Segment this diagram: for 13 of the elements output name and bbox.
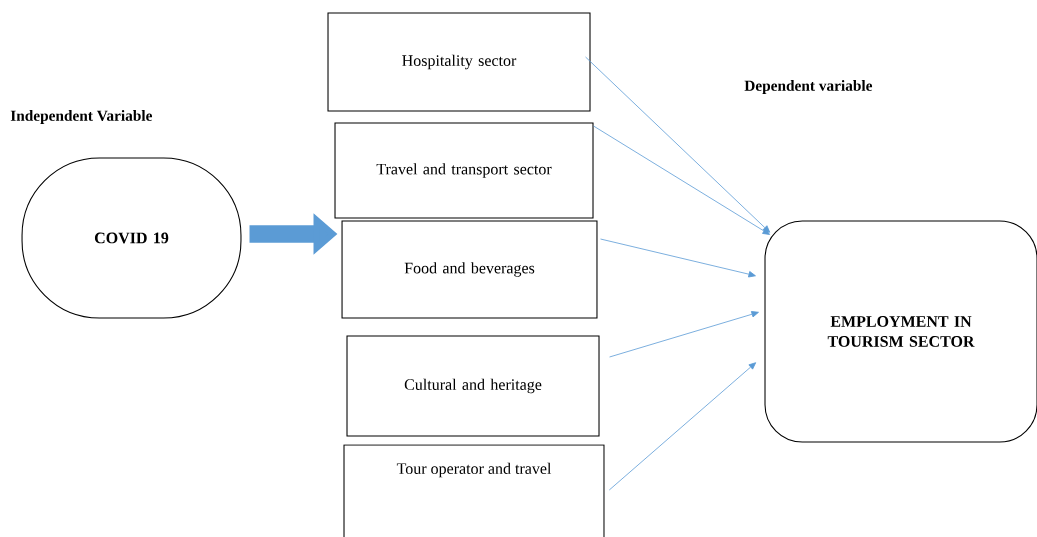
sector-box: Cultural and heritage	[346, 335, 600, 437]
sector-box: Travel and transport sector	[334, 122, 594, 219]
rounded-box: EMPLOYMENT IN TOURISM SECTOR	[764, 220, 1037, 443]
sector-box: Hospitality sector	[327, 12, 591, 112]
heading-label: Dependent variable	[744, 80, 873, 94]
arrow	[585, 56, 771, 233]
arrow	[600, 238, 756, 278]
sector-box: Food and beverages	[341, 220, 598, 319]
arrow	[593, 125, 770, 235]
heading-label: Independent Variable	[10, 110, 152, 124]
arrow	[609, 311, 759, 358]
sector-box: Tour operator and travel	[343, 444, 605, 537]
arrow	[608, 362, 757, 491]
